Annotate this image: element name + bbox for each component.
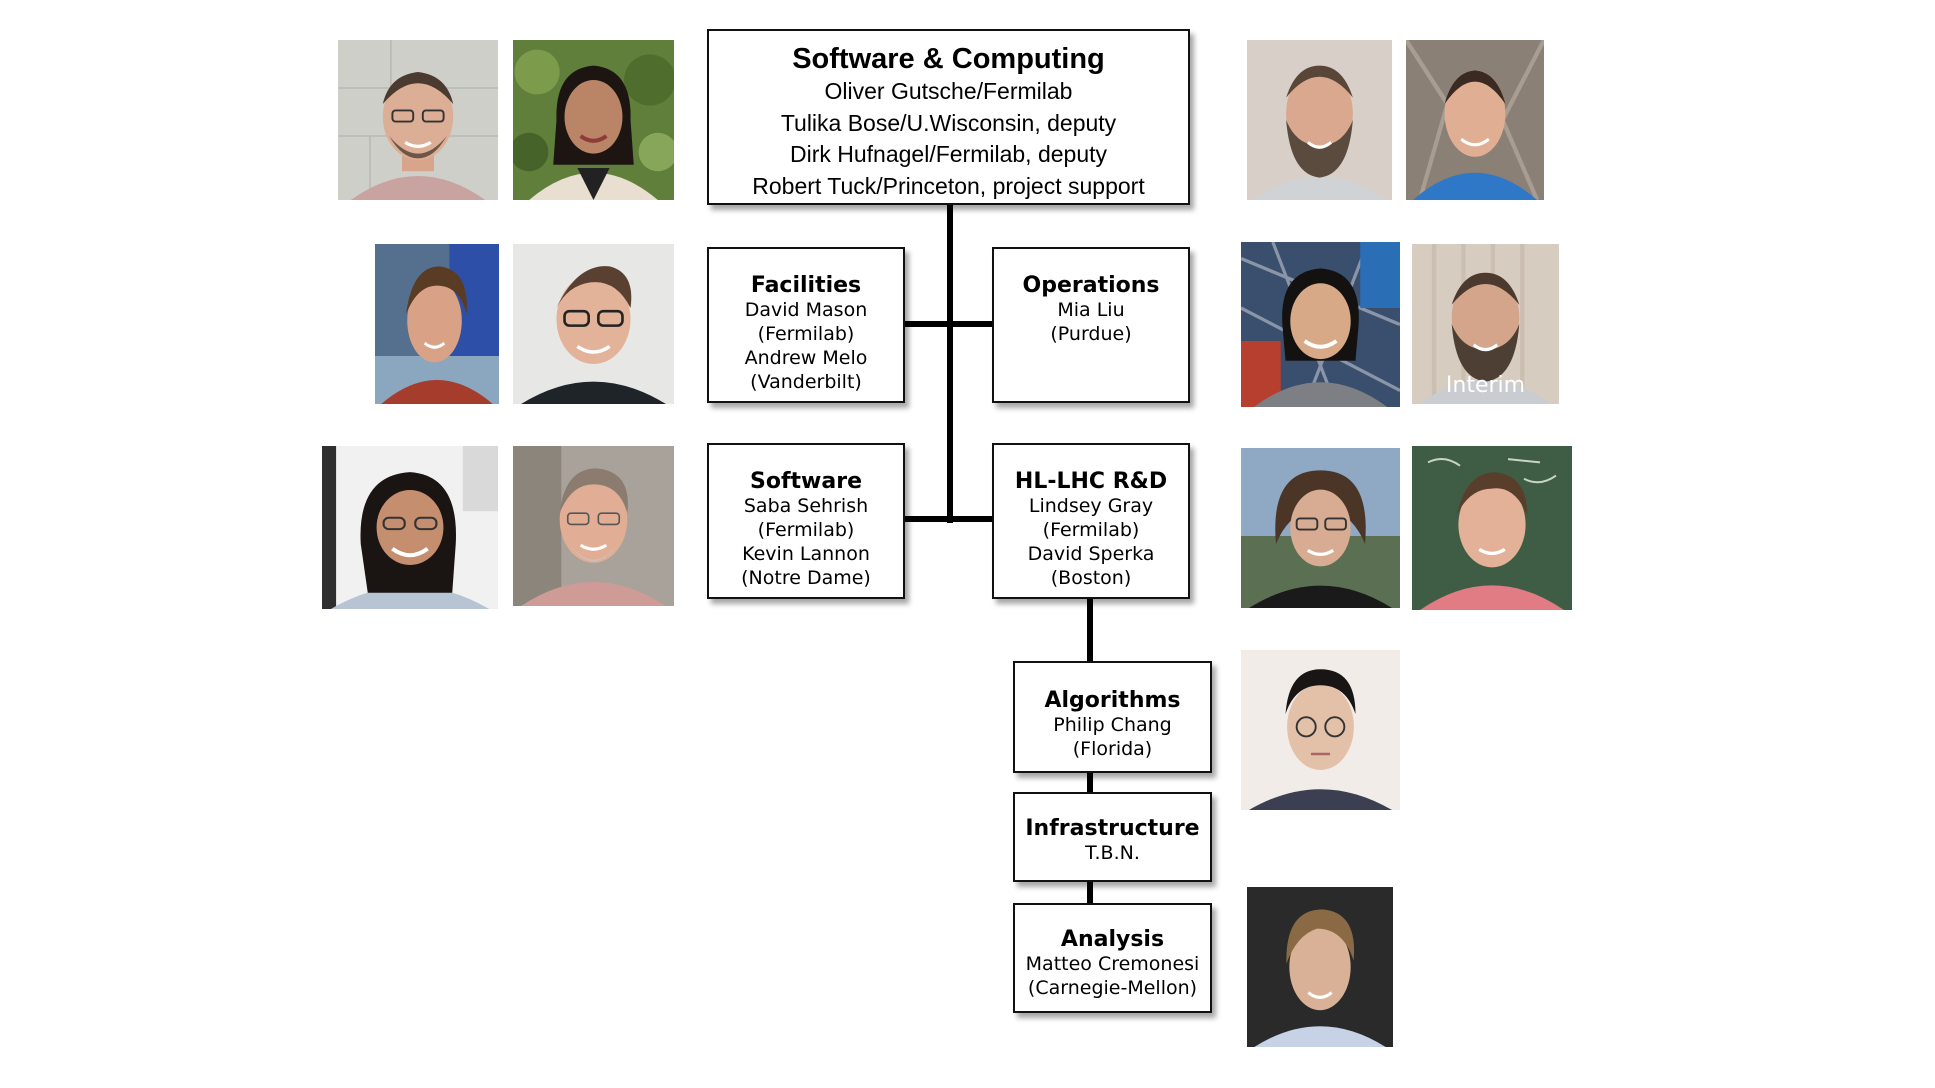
portrait-photo — [513, 244, 674, 404]
portrait-photo-interim: Interim — [1412, 244, 1559, 404]
portrait-photo — [322, 446, 498, 609]
software-line: Kevin Lannon — [742, 543, 870, 565]
hllhc-line: (Boston) — [1050, 567, 1132, 589]
interim-label: Interim — [1445, 373, 1526, 398]
connector-infrastructure-analysis — [1087, 879, 1093, 906]
operations-line: Mia Liu — [1057, 299, 1125, 321]
software-title: Software — [750, 469, 862, 494]
hllhc-rd-box: HL-LHC R&D Lindsey Gray (Fermilab) David… — [992, 443, 1190, 599]
analysis-title: Analysis — [1060, 927, 1165, 952]
portrait-photo — [1412, 446, 1572, 610]
root-lead: Oliver Gutsche/Fermilab — [824, 78, 1073, 104]
facilities-line: (Vanderbilt) — [750, 371, 862, 393]
facilities-line: Andrew Melo — [744, 347, 868, 369]
portrait-photo — [1241, 448, 1400, 608]
hllhc-title: HL-LHC R&D — [1014, 469, 1168, 494]
algorithms-box: Algorithms Philip Chang (Florida) — [1013, 661, 1212, 773]
portrait-photo — [375, 244, 499, 404]
connector-hllhc-algorithms — [1087, 594, 1093, 664]
analysis-line: Matteo Cremonesi — [1025, 953, 1200, 975]
hllhc-line: Lindsey Gray — [1028, 495, 1154, 517]
facilities-line: David Mason — [744, 299, 868, 321]
hllhc-line: (Fermilab) — [1042, 519, 1140, 541]
portrait-photo — [513, 446, 674, 606]
connector-software-hllhc — [902, 516, 995, 522]
algorithms-line: Philip Chang — [1053, 714, 1172, 736]
facilities-title: Facilities — [750, 273, 862, 298]
analysis-line: (Carnegie-Mellon) — [1027, 977, 1198, 999]
connector-root-trunk — [947, 203, 953, 523]
root-title: Software & Computing — [792, 43, 1105, 75]
infrastructure-title: Infrastructure — [1025, 816, 1200, 841]
software-line: (Notre Dame) — [741, 567, 871, 589]
root-deputy-1: Tulika Bose/U.Wisconsin, deputy — [780, 109, 1117, 136]
algorithms-title: Algorithms — [1044, 688, 1181, 713]
portrait-photo — [1241, 650, 1400, 810]
hllhc-line: David Sperka — [1027, 543, 1155, 565]
root-box-software-computing: Software & Computing Oliver Gutsche/Ferm… — [707, 29, 1190, 205]
facilities-box: Facilities David Mason (Fermilab) Andrew… — [707, 247, 905, 403]
infrastructure-box: Infrastructure T.B.N. — [1013, 792, 1212, 882]
analysis-box: Analysis Matteo Cremonesi (Carnegie-Mell… — [1013, 903, 1212, 1013]
algorithms-line: (Florida) — [1072, 738, 1153, 760]
facilities-line: (Fermilab) — [757, 323, 855, 345]
software-line: Saba Sehrish — [743, 495, 869, 517]
software-box: Software Saba Sehrish (Fermilab) Kevin L… — [707, 443, 905, 599]
portrait-photo — [513, 40, 674, 200]
portrait-photo — [338, 40, 498, 200]
operations-title: Operations — [1022, 273, 1160, 298]
portrait-photo — [1247, 40, 1392, 200]
portrait-photo — [1247, 887, 1393, 1047]
operations-box: Operations Mia Liu (Purdue) — [992, 247, 1190, 403]
connector-facilities-operations — [902, 321, 995, 327]
infrastructure-line: T.B.N. — [1085, 842, 1140, 864]
software-line: (Fermilab) — [757, 519, 855, 541]
operations-line: (Purdue) — [1050, 323, 1132, 345]
portrait-photo — [1241, 242, 1400, 407]
root-deputy-2: Dirk Hufnagel/Fermilab, deputy — [789, 141, 1108, 167]
root-project-support: Robert Tuck/Princeton, project support — [752, 172, 1145, 199]
connector-algorithms-infrastructure — [1087, 769, 1093, 795]
portrait-photo — [1406, 40, 1544, 200]
